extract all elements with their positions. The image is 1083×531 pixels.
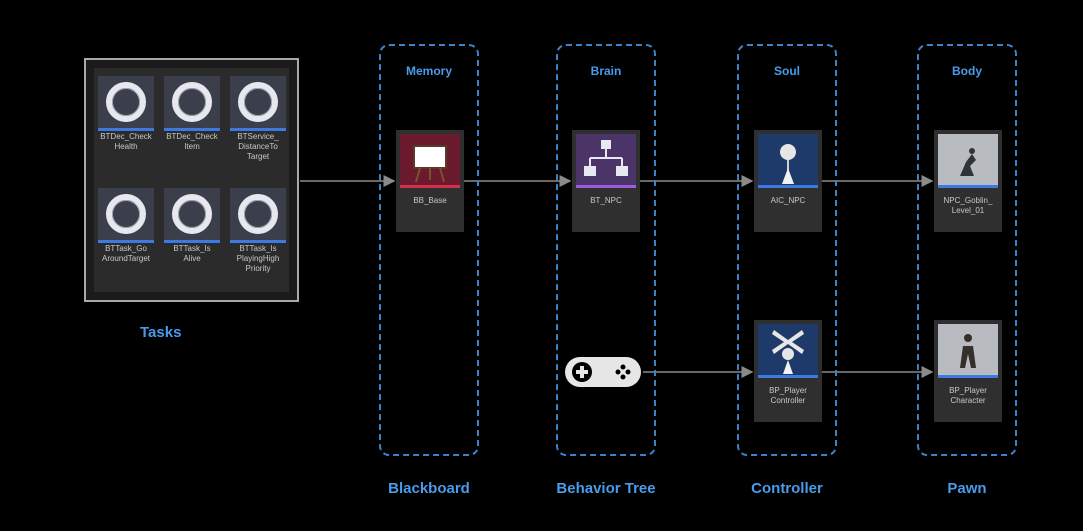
node-bt-npc[interactable]: BT_NPC [572, 130, 640, 232]
section-title-blackboard: Blackboard [388, 480, 470, 497]
lane-soul [737, 44, 837, 456]
lane-title-body: Body [952, 64, 982, 78]
section-title-pawn: Pawn [947, 480, 987, 497]
tasks-label: Tasks [140, 324, 182, 341]
gamepad-icon [565, 357, 641, 387]
node-label: BB_Base [413, 196, 447, 205]
task-thumbnail [164, 76, 220, 131]
controller-figure-icon [758, 134, 818, 188]
section-title-behavior-tree: Behavior Tree [556, 480, 656, 497]
ring-icon [172, 82, 212, 122]
task-thumbnail [98, 188, 154, 243]
ring-icon [238, 82, 278, 122]
node-label: BT_NPC [590, 196, 622, 205]
node-label: NPC_Goblin_Level_01 [943, 196, 993, 215]
pawn-thumbnail-icon [938, 134, 998, 188]
node-label: AIC_NPC [770, 196, 806, 205]
section-title-controller: Controller [751, 480, 823, 497]
task-thumbnail [230, 76, 286, 131]
lane-brain [556, 44, 656, 456]
ring-icon [172, 194, 212, 234]
task-thumbnail [164, 188, 220, 243]
ring-icon [106, 82, 146, 122]
tree-icon [576, 134, 636, 188]
player-controller-figure-icon [758, 324, 818, 378]
lane-title-soul: Soul [774, 64, 800, 78]
node-bb-base[interactable]: BB_Base [396, 130, 464, 232]
node-npc-goblin-level-01[interactable]: NPC_Goblin_Level_01 [934, 130, 1002, 232]
ring-icon [106, 194, 146, 234]
lane-memory [379, 44, 479, 456]
lane-body [917, 44, 1017, 456]
blackboard-icon [400, 134, 460, 188]
pawn-thumbnail-icon [938, 324, 998, 378]
task-thumbnail [98, 76, 154, 131]
lane-title-memory: Memory [405, 64, 452, 78]
lane-title-brain: Brain [590, 64, 622, 78]
ring-icon [238, 194, 278, 234]
task-thumbnail [230, 188, 286, 243]
node-aic-npc[interactable]: AIC_NPC [754, 130, 822, 232]
